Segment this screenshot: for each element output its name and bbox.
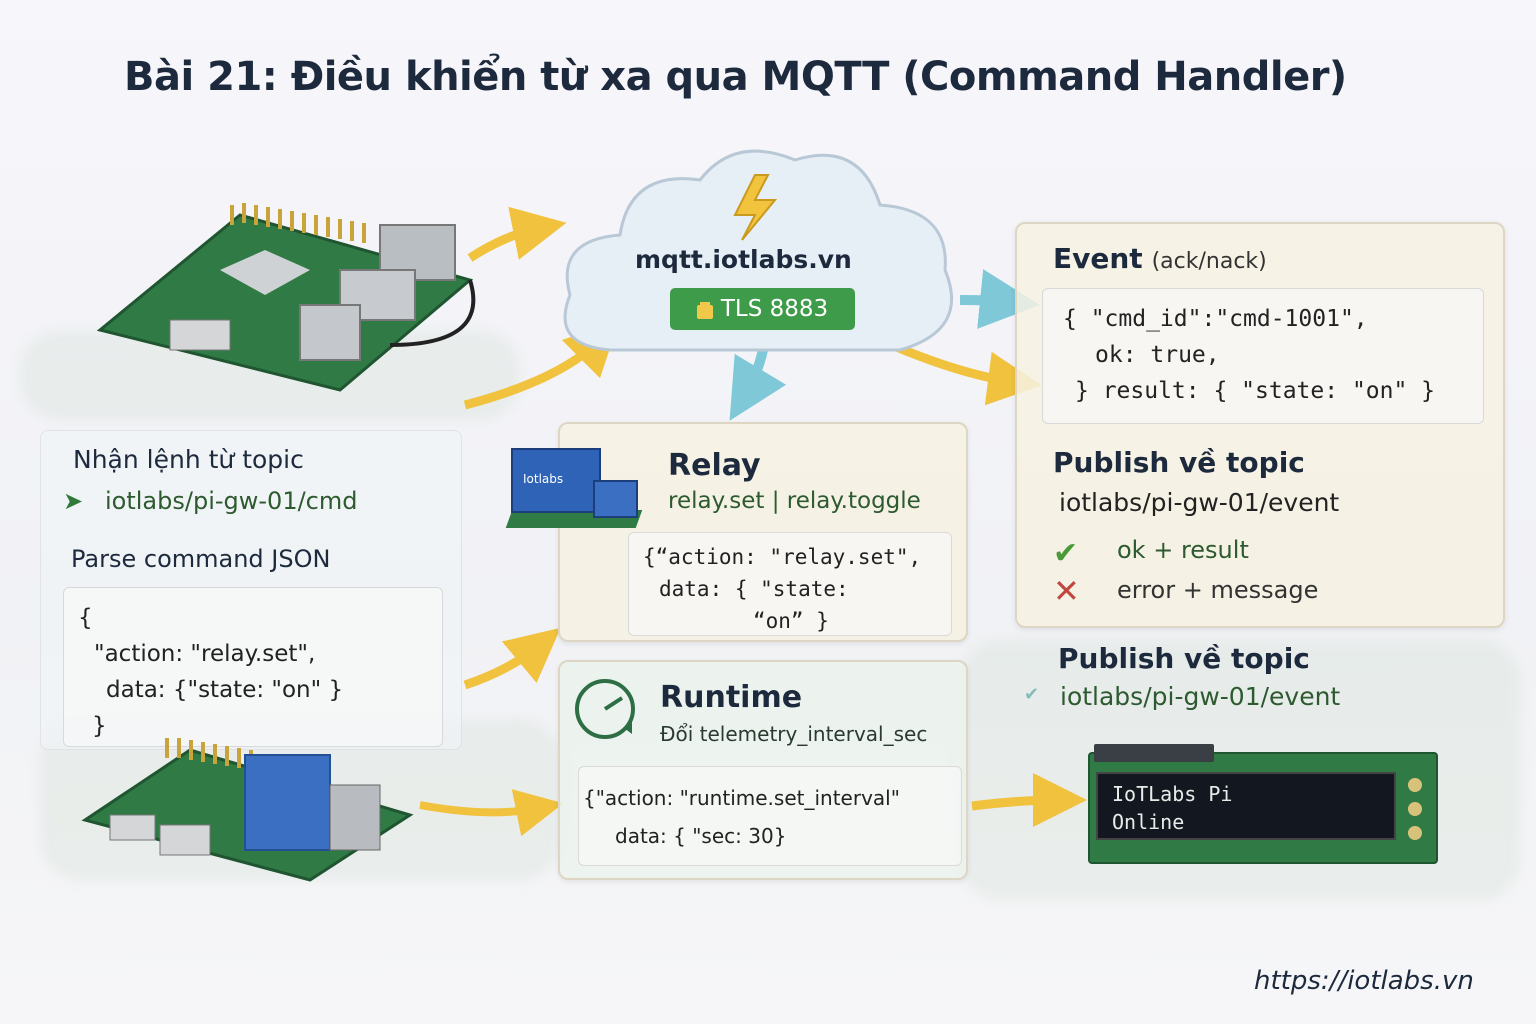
json-line: {"action: "runtime.set_interval" [583, 786, 900, 810]
json-line: {“action: "relay.set", [643, 545, 922, 569]
lcd-line-1: IoTLabs Pi [1112, 782, 1233, 806]
tls-badge: TLS 8883 [670, 288, 855, 330]
parse-label: Parse command JSON [71, 545, 331, 573]
subscribe-heading: Nhận lệnh từ topic [73, 445, 304, 474]
raspberry-pi-board-icon [96, 203, 476, 392]
event-title-row: Event (ack/nack) [1053, 242, 1267, 275]
subscribe-topic: iotlabs/pi-gw-01/cmd [105, 487, 358, 515]
json-line: } result: { "state: "on" } [1075, 378, 1436, 404]
lock-icon [696, 305, 713, 319]
lightning-icon [733, 174, 778, 241]
json-line: data: { "sec: 30} [615, 824, 787, 848]
error-x-icon: ✕ [1053, 572, 1080, 610]
check-icon: ✔ [1053, 536, 1079, 571]
relay-json: {“action: "relay.set", data: { "state: “… [628, 532, 952, 636]
runtime-json: {"action: "runtime.set_interval" data: {… [578, 766, 962, 866]
json-line: } [92, 713, 107, 739]
relay-title: Relay [668, 448, 761, 483]
send-icon: ➤ [63, 487, 84, 515]
json-line: ok: true, [1095, 342, 1220, 368]
relay-commands: relay.set | relay.toggle [668, 488, 921, 514]
event-card: Event (ack/nack) { "cmd_id":"cmd-1001", … [1015, 222, 1505, 628]
publish-topic-2: iotlabs/pi-gw-01/event [1060, 682, 1341, 711]
footer-url[interactable]: https://iotlabs.vn [1254, 966, 1474, 996]
raspberry-pi-relay-icon [81, 738, 414, 882]
event-title-suffix: (ack/nack) [1151, 249, 1267, 274]
relay-module-label: Iotlabs [511, 448, 601, 513]
arrow-pi-to-cloud [467, 206, 567, 262]
relay-card: Relay relay.set | relay.toggle {“action:… [558, 422, 968, 642]
runtime-subtitle: Đổi telemetry_interval_sec [660, 722, 928, 746]
subscribe-panel: Nhận lệnh từ topic ➤ iotlabs/pi-gw-01/cm… [40, 430, 462, 750]
arrow-up-to-cloud [463, 320, 620, 410]
check-icon: ✔ [1024, 684, 1040, 705]
runtime-title: Runtime [660, 680, 803, 715]
tls-label: TLS 8883 [720, 296, 829, 322]
publish-heading-2: Publish về topic [1058, 642, 1310, 675]
lcd-display: IoTLabs Pi Online [1088, 744, 1438, 864]
event-title: Event [1053, 242, 1143, 275]
relay-module-icon: Iotlabs [505, 440, 643, 540]
error-label: error + message [1117, 576, 1319, 604]
runtime-card: Runtime Đổi telemetry_interval_sec {"act… [558, 660, 968, 880]
lcd-line-2: Online [1112, 810, 1185, 834]
broker-host: mqtt.iotlabs.vn [635, 245, 852, 274]
json-line: data: {"state: "on" } [106, 677, 344, 703]
arrow-to-relay [463, 627, 561, 690]
event-json: { "cmd_id":"cmd-1001", ok: true, } resul… [1042, 288, 1484, 424]
json-line: { [78, 605, 93, 631]
publish-topic: iotlabs/pi-gw-01/event [1059, 488, 1340, 517]
page-title: Bài 21: Điều khiển từ xa qua MQTT (Comma… [124, 54, 1347, 100]
json-line: "action: "relay.set", [94, 641, 316, 667]
publish-heading: Publish về topic [1053, 446, 1305, 479]
json-line: “on” } [753, 609, 829, 633]
command-json: { "action: "relay.set", data: {"state: "… [63, 587, 443, 747]
lcd-screen: IoTLabs Pi Online [1096, 772, 1396, 840]
clock-gauge-icon [575, 679, 635, 739]
arrow-runtime-to-lcd [971, 773, 1087, 828]
ok-label: ok + result [1117, 536, 1249, 564]
json-line: data: { "state: [659, 577, 849, 601]
arrow-cloud-to-event [959, 269, 1040, 329]
arrow-to-runtime [419, 789, 564, 837]
json-line: { "cmd_id":"cmd-1001", [1063, 306, 1368, 332]
